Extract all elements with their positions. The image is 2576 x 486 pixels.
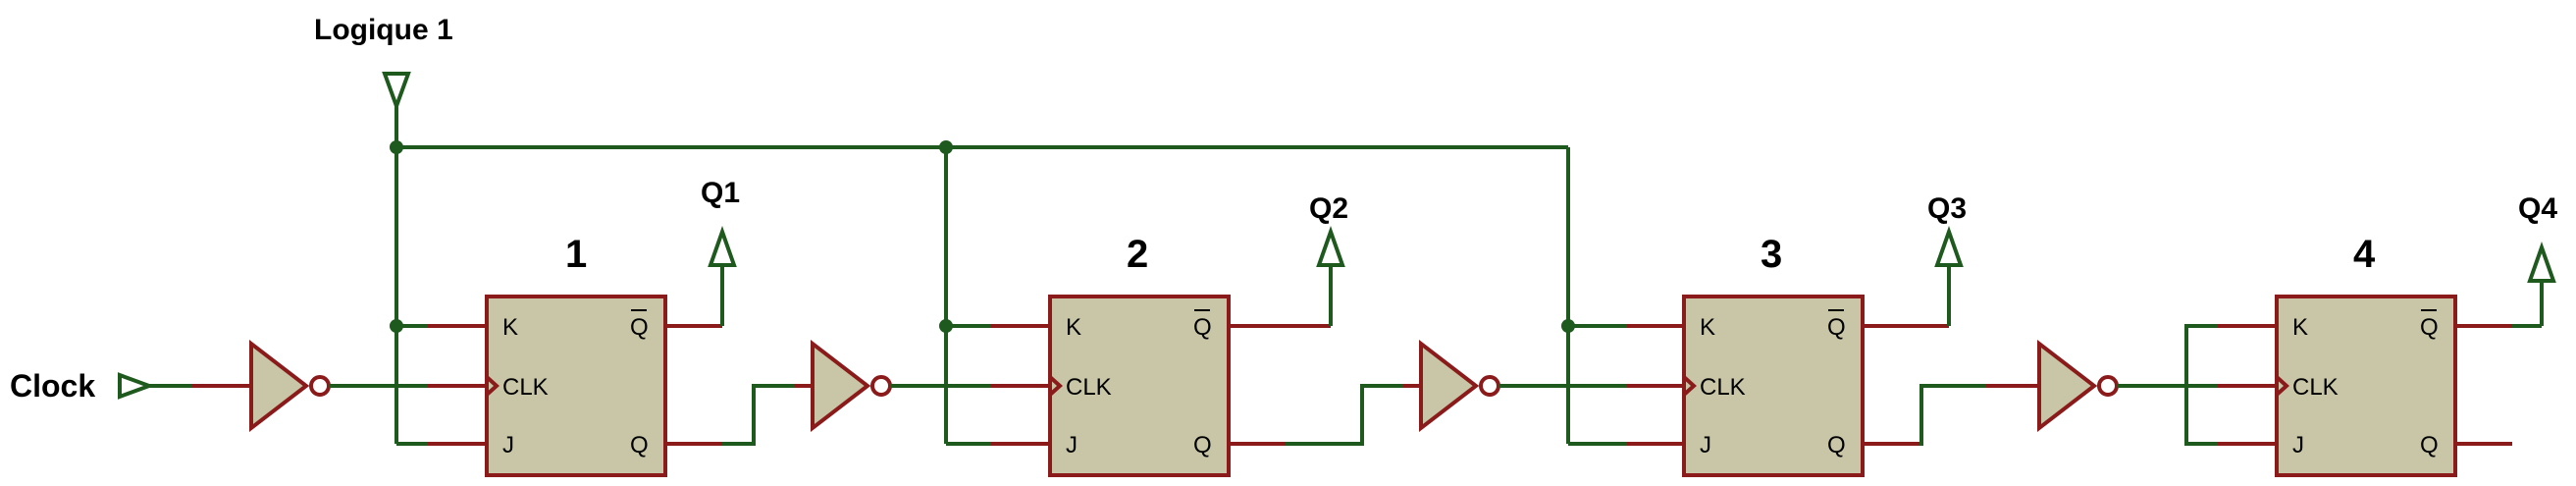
logic-one-terminal (382, 72, 411, 112)
flip-flop-4: K CLK J Q Q 4 (2218, 233, 2512, 477)
inverter-bubble (870, 375, 892, 397)
inverter-2 (811, 339, 871, 433)
q-to-inverter-2-wire (722, 384, 795, 446)
flip-flop-number: 4 (2353, 233, 2376, 276)
q4-label: Q4 (2518, 192, 2557, 225)
pin-q-label: Q (1193, 432, 1212, 459)
inverter-4 (2037, 339, 2098, 433)
ff4-jk-tie-wire (2184, 324, 2218, 446)
flip-flop-1: K CLK J Q Q 1 (428, 233, 722, 477)
pin-q-label: Q (2420, 432, 2439, 459)
q4-probe (2527, 241, 2556, 283)
inverter-3 (1419, 339, 1480, 433)
q2-label: Q2 (1309, 192, 1348, 225)
pin-clk-label: CLK (1700, 374, 1746, 401)
q1-label: Q1 (701, 177, 740, 209)
pin-k-label: K (1700, 314, 1715, 341)
pin-j-label: J (1066, 432, 1078, 459)
pin-k-label: K (1066, 314, 1081, 341)
q-to-inverter-4-wire (1919, 384, 1986, 446)
pin-qbar-label: Q (1827, 314, 1846, 341)
pin-qbar-label: Q (630, 314, 649, 341)
junction-dot (390, 140, 403, 154)
q-to-inverter-3-wire (1286, 384, 1403, 446)
logic-one-label: Logique 1 (314, 14, 453, 46)
pin-k-label: K (2292, 314, 2308, 341)
pin-k-label: K (502, 314, 518, 341)
flip-flop-number: 3 (1761, 233, 1782, 276)
pin-j-label: J (2292, 432, 2304, 459)
clock-label: Clock (10, 368, 95, 404)
q3-probe (1934, 225, 1964, 267)
pin-j-label: J (502, 432, 514, 459)
q3-label: Q3 (1927, 192, 1967, 225)
junction-dot (939, 140, 953, 154)
flip-flop-number: 2 (1127, 233, 1148, 276)
flip-flop-number: 1 (565, 233, 587, 276)
pin-clk-label: CLK (2292, 374, 2339, 401)
pin-clk-label: CLK (502, 374, 549, 401)
clock-terminal (118, 372, 155, 400)
inverter-bubble (1479, 375, 1500, 397)
flip-flop-2: K CLK J Q Q 2 (991, 233, 1331, 477)
pin-qbar-label: Q (1193, 314, 1212, 341)
pin-q-label: Q (630, 432, 649, 459)
pin-j-label: J (1700, 432, 1711, 459)
pin-q-label: Q (1827, 432, 1846, 459)
q1-probe (708, 225, 737, 267)
flip-flop-3: K CLK J Q Q 3 (1627, 233, 1949, 477)
pin-clk-label: CLK (1066, 374, 1112, 401)
q2-probe (1316, 225, 1345, 267)
inverter-bubble (2097, 375, 2119, 397)
pin-qbar-label: Q (2420, 314, 2439, 341)
inverter-bubble (309, 375, 331, 397)
inverter-1 (249, 339, 310, 433)
